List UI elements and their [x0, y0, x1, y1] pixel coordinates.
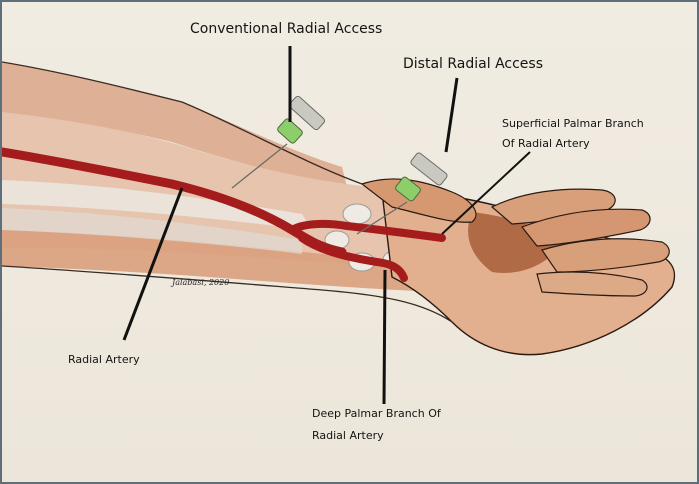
forearm-upper-band [2, 62, 347, 187]
conventional-syringe [231, 95, 326, 189]
deep-palmar-branch [298, 234, 408, 282]
carpal-bone [342, 203, 372, 225]
superficial-palmar-branch [288, 219, 446, 242]
label-deep-line1: Deep Palmar Branch Of [312, 407, 441, 420]
artist-signature: Jalabasi, 2020 [172, 278, 230, 287]
label-distal-access: Distal Radial Access [403, 56, 543, 72]
forearm-outline [2, 265, 453, 323]
label-conventional-access: Conventional Radial Access [190, 21, 383, 37]
finger [541, 238, 670, 273]
ulna-bone [2, 208, 302, 254]
leader-line-deep [382, 269, 387, 405]
forearm-lower-band [2, 230, 442, 292]
leader-line-superficial [441, 151, 531, 235]
palm-shadow [468, 212, 562, 273]
distal-syringe [356, 152, 448, 235]
radius-bone [2, 180, 312, 230]
label-superficial-line1: Superficial Palmar Branch [502, 117, 644, 130]
forearm-outline [2, 61, 363, 185]
finger [536, 271, 648, 297]
leader-line-radial [122, 187, 184, 341]
label-radial-artery: Radial Artery [68, 353, 140, 366]
label-deep-line2: Radial Artery [312, 429, 384, 442]
label-superficial-line2: Of Radial Artery [502, 137, 590, 150]
leader-line-distal [444, 77, 459, 153]
